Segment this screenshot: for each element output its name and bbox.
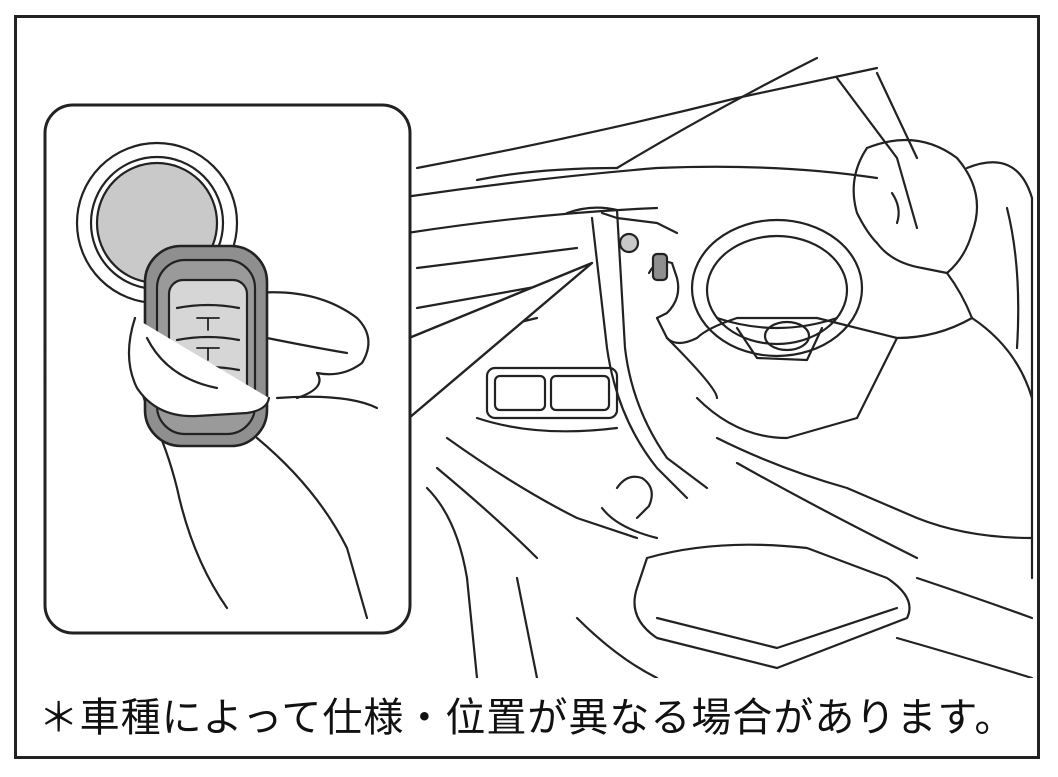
caption-note: ＊車種によって仕様・位置が異なる場合があります。 xyxy=(38,695,1016,741)
smart-key-on-start-button-icon xyxy=(43,103,412,635)
illustration-frame: ＊車種によって仕様・位置が異なる場合があります。 xyxy=(14,15,1040,759)
car-interior-driver-icon xyxy=(405,56,1034,678)
illustration xyxy=(43,56,1034,678)
callout-wedge xyxy=(407,261,594,420)
